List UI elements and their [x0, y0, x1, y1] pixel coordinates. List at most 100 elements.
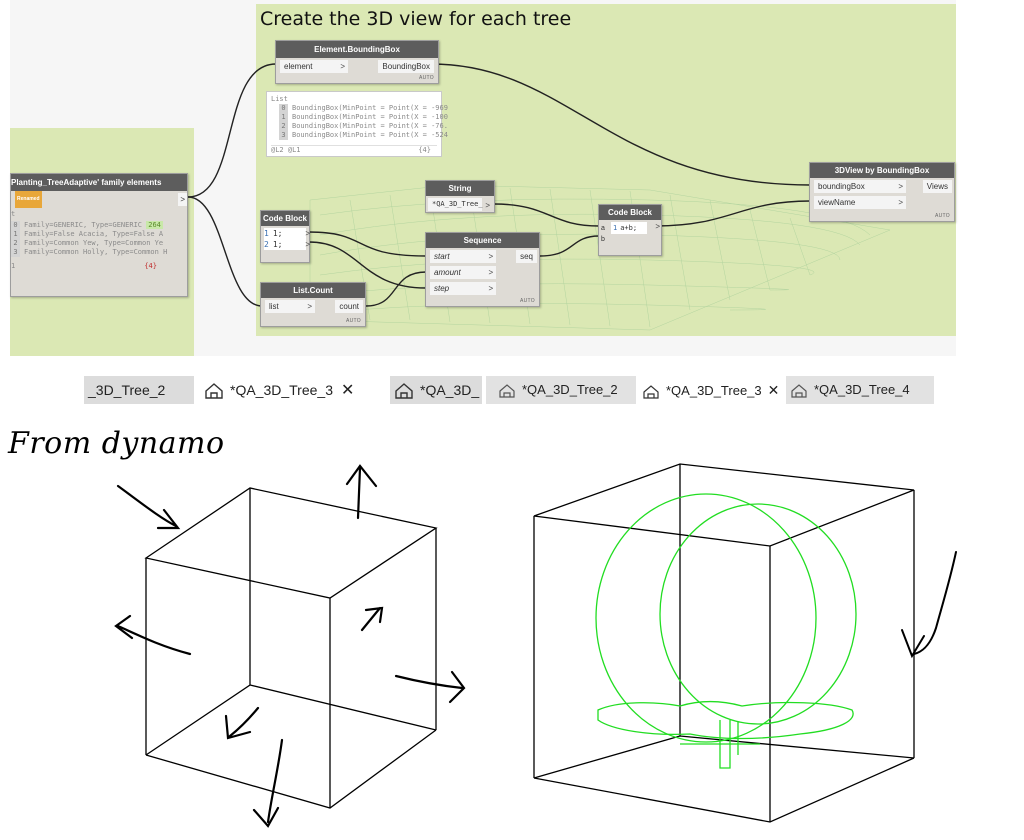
wire-string-to-a — [493, 203, 600, 227]
node-title: Code Block — [261, 211, 309, 226]
input-step[interactable]: step> — [430, 282, 496, 295]
3d-view-house-icon — [643, 384, 659, 399]
lacing-auto: AUTO — [346, 318, 361, 324]
node-title: 3DView by BoundingBox — [810, 163, 954, 178]
renamed-badge: Renamed — [15, 191, 42, 209]
handdrawn-arrows — [114, 464, 466, 828]
node-title: String — [426, 181, 494, 196]
3d-view-house-icon — [791, 383, 807, 398]
close-tab-icon[interactable]: ✕ — [340, 382, 355, 399]
node-sequence[interactable]: Sequence start> seq amount> step> AUTO — [425, 232, 540, 307]
input-amount[interactable]: amount> — [430, 266, 496, 279]
node-title: Sequence — [426, 233, 539, 248]
handwritten-note: From dynamo — [8, 426, 225, 461]
tree-crown-front — [595, 493, 817, 743]
output-port-1[interactable]: > — [305, 229, 310, 238]
wire-seq-to-b — [539, 235, 600, 257]
list-level: 1 — [11, 262, 16, 270]
output-port[interactable]: > — [655, 222, 660, 231]
node-title: Element.BoundingBox — [276, 41, 438, 58]
arrow-down — [252, 738, 284, 828]
tab-qa-3d-tree-4[interactable]: *QA_3D_Tree_4 — [786, 376, 934, 404]
right-bounding-box-wireframe — [533, 463, 915, 823]
output-port[interactable]: > — [485, 201, 490, 210]
output-views[interactable]: Views — [922, 180, 952, 193]
wire-boundingbox-to-3dview — [430, 63, 811, 186]
wire-count-to-amount — [365, 271, 427, 307]
lacing-auto: AUTO — [935, 213, 950, 219]
string-value-input[interactable]: *QA_3D_Tree_ — [428, 198, 483, 211]
node-3dview-by-boundingbox[interactable]: 3DView by BoundingBox boundingBox> Views… — [809, 162, 955, 222]
node-element-boundingbox[interactable]: Element.BoundingBox element> BoundingBox… — [275, 40, 439, 84]
arrow-down-left — [224, 706, 260, 740]
3d-view-house-icon — [395, 383, 413, 399]
input-a[interactable]: a — [601, 225, 605, 232]
wire-codeblock-to-start — [308, 231, 427, 257]
close-tab-icon[interactable]: ✕ — [767, 382, 780, 398]
3d-view-house-icon — [499, 383, 515, 398]
lacing-auto: AUTO — [419, 75, 434, 81]
wire-codeblock-to-step — [308, 241, 427, 289]
wire-codeblock-to-viewname — [655, 200, 811, 227]
output-boundingbox[interactable]: BoundingBox — [378, 60, 434, 73]
list-count: {4} — [418, 146, 431, 154]
arrow-right — [394, 670, 466, 704]
tab-qa-3d-tree-3[interactable]: *QA_3D_Tree_3✕ — [194, 376, 390, 404]
lacing-auto: AUTO — [520, 298, 535, 304]
tab-qa-3d-tree-3[interactable]: *QA_3D_Tree_3✕ — [636, 376, 786, 404]
arrow-inside — [360, 606, 384, 632]
output-port[interactable]: > — [178, 193, 187, 206]
wire-elements-to-listcount — [187, 196, 263, 307]
input-element[interactable]: element> — [280, 60, 348, 73]
list-levels: @L2 @L1 — [271, 146, 301, 154]
arrow-left — [114, 614, 192, 656]
tree-root-skirt — [597, 700, 854, 740]
view-tabs-left: _3D_Tree_2 *QA_3D_Tree_3✕ *QA_3D_ — [84, 376, 482, 404]
wires — [187, 63, 811, 307]
tab-qa-3d-partial[interactable]: *QA_3D_ — [390, 376, 482, 404]
input-start[interactable]: start> — [430, 250, 496, 263]
node-string[interactable]: String *QA_3D_Tree_ > — [425, 180, 495, 213]
node-title: Planting_TreeAdaptive' family elements — [11, 178, 162, 187]
output-count[interactable]: count — [335, 300, 363, 313]
node-title: List.Count — [261, 283, 365, 298]
3d-views-drawing — [114, 463, 957, 828]
group-title: Create the 3D view for each tree — [260, 8, 572, 30]
list-count: {4} — [144, 262, 157, 270]
dynamo-canvas[interactable]: Create the 3D view for each tree — [10, 0, 956, 356]
arrow-to-top-edge — [116, 484, 181, 530]
tab-qa-3d-tree-2[interactable]: *QA_3D_Tree_2 — [486, 376, 636, 404]
output-seq[interactable]: seq — [516, 250, 537, 263]
input-list[interactable]: list> — [265, 300, 315, 313]
view-tabs-right: *QA_3D_Tree_2 *QA_3D_Tree_3✕ *QA_3D_Tree… — [486, 376, 934, 404]
3d-view-house-icon — [205, 383, 223, 399]
node-select-family-elements[interactable]: Planting_TreeAdaptive' family elementsRe… — [10, 173, 188, 297]
input-boundingbox[interactable]: boundingBox> — [814, 180, 906, 193]
left-bounding-box-wireframe — [144, 487, 438, 809]
output-port-2[interactable]: > — [305, 240, 310, 249]
tree-family-geometry — [595, 493, 857, 769]
arrow-right-side — [901, 551, 957, 659]
node-title: Code Block — [599, 205, 661, 220]
arrow-up — [345, 464, 378, 520]
node-list-count[interactable]: List.Count list> count AUTO — [260, 282, 366, 327]
input-viewname[interactable]: viewName> — [814, 196, 906, 209]
input-b[interactable]: b — [601, 236, 605, 243]
tree-crown-side — [659, 503, 857, 725]
tab-qa-3d-tree-2[interactable]: _3D_Tree_2 — [88, 382, 166, 398]
